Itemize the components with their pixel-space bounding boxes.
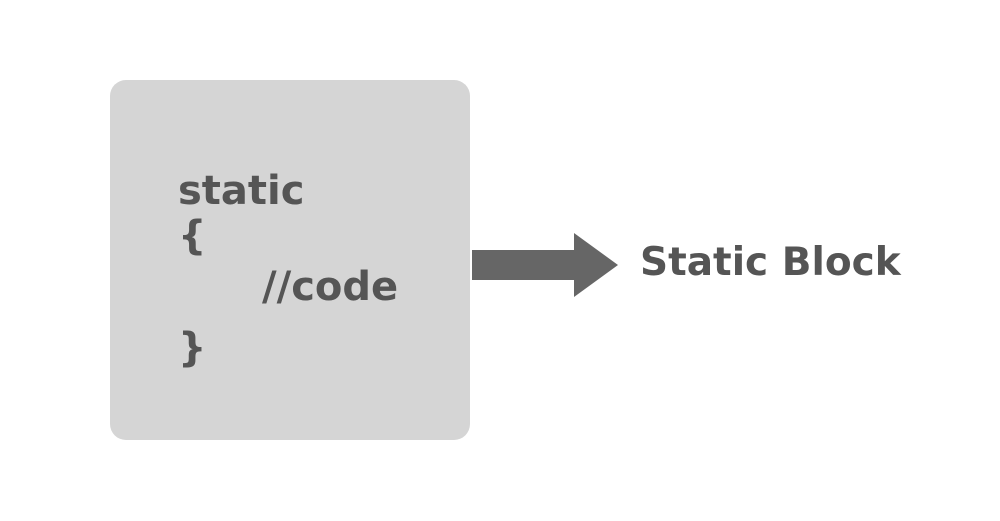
code-line-comment: //code: [262, 264, 399, 310]
code-line-static-keyword: static: [178, 168, 305, 214]
static-block-code-box: static { //code }: [110, 80, 470, 440]
arrow-right-icon: [472, 233, 618, 297]
result-label-static-block: Static Block: [640, 240, 901, 285]
code-snippet: static { //code }: [178, 168, 458, 370]
code-line-open-brace: {: [178, 213, 207, 259]
code-line-close-brace: }: [178, 325, 207, 371]
